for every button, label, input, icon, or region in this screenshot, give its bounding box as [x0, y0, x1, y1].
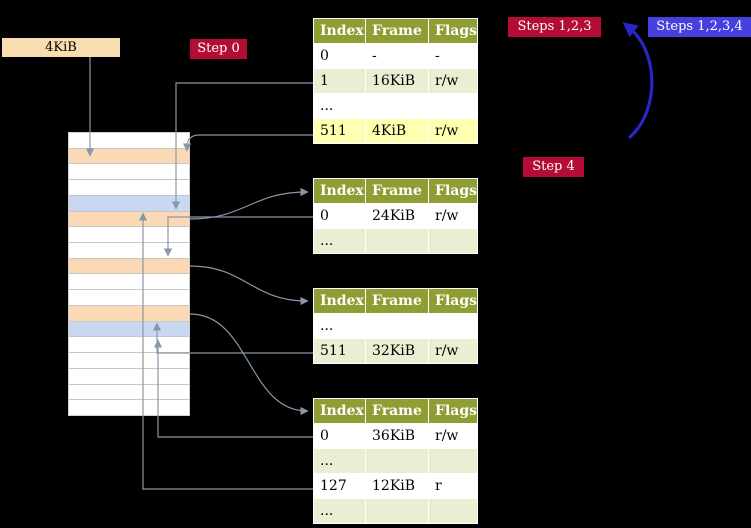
cell-index: 1	[313, 68, 366, 94]
cell-index: ...	[313, 313, 366, 339]
cell-index: ...	[313, 448, 366, 474]
arrow-recursive-loop	[622, 22, 654, 139]
memory-cell	[69, 194, 189, 211]
column-header-flags: Flags	[428, 398, 478, 424]
cell-index: ...	[313, 228, 366, 254]
table-row: ...	[313, 313, 478, 339]
arrow-table1-entry511-recursive	[182, 134, 313, 152]
memory-cell	[69, 336, 189, 353]
cell-index: ...	[313, 93, 366, 119]
cell-frame: 4KiB	[365, 118, 429, 144]
table-header-row: Index Frame Flags	[313, 18, 478, 44]
memory-cell	[69, 257, 189, 274]
cell-flags: r/w	[428, 68, 478, 94]
table-row: 511 32KiB r/w	[313, 338, 478, 364]
cell-frame: 32KiB	[365, 338, 429, 364]
column-header-frame: Frame	[365, 178, 429, 204]
page-table-1: Index Frame Flags 0 - - 1 16KiB r/w ... …	[313, 18, 478, 144]
table-header-row: Index Frame Flags	[313, 178, 478, 204]
cell-frame: 16KiB	[365, 68, 429, 94]
memory-cell	[69, 273, 189, 290]
column-header-flags: Flags	[428, 178, 478, 204]
arrow-table1-entry1-to-frame	[171, 82, 313, 210]
column-header-flags: Flags	[428, 18, 478, 44]
arrow-frame-to-table2	[189, 187, 309, 220]
badge-step-0: Step 0	[190, 39, 247, 59]
table-header-row: Index Frame Flags	[313, 288, 478, 314]
cell-index: 511	[313, 338, 366, 364]
cell-flags: -	[428, 43, 478, 69]
cell-index: 511	[313, 118, 366, 144]
memory-cell	[69, 352, 189, 368]
cell-flags: r	[428, 473, 478, 499]
memory-cell	[69, 289, 189, 305]
column-header-index: Index	[313, 18, 366, 44]
cell-index: 0	[313, 203, 366, 229]
cell-frame	[365, 93, 429, 119]
memory-cell	[69, 399, 189, 415]
table-row: ...	[313, 448, 478, 474]
table-row: ...	[313, 93, 478, 119]
memory-cell	[69, 147, 189, 164]
column-header-frame: Frame	[365, 288, 429, 314]
cell-flags: r/w	[428, 118, 478, 144]
cell-index: 0	[313, 43, 366, 69]
table-row: 0 24KiB r/w	[313, 203, 478, 229]
badge-steps-1-2-3: Steps 1,2,3	[508, 17, 601, 37]
cell-flags	[428, 498, 478, 524]
column-header-frame: Frame	[365, 18, 429, 44]
page-table-3: Index Frame Flags ... 511 32KiB r/w	[313, 288, 478, 364]
memory-cell	[69, 304, 189, 321]
table-row: 0 36KiB r/w	[313, 423, 478, 449]
arrow-frame-to-table4	[189, 313, 309, 416]
badge-steps-1-2-3-4: Steps 1,2,3,4	[648, 17, 751, 37]
table-row: 0 - -	[313, 43, 478, 69]
column-header-index: Index	[313, 178, 366, 204]
page-table-2: Index Frame Flags 0 24KiB r/w ...	[313, 178, 478, 254]
cell-flags: r/w	[428, 203, 478, 229]
cell-flags	[428, 448, 478, 474]
frame-size-label-box: 4KiB	[2, 38, 120, 57]
memory-cell	[69, 367, 189, 384]
cell-frame: 24KiB	[365, 203, 429, 229]
column-header-frame: Frame	[365, 398, 429, 424]
memory-cell	[69, 226, 189, 243]
column-header-flags: Flags	[428, 288, 478, 314]
table-row-recursive-highlight: 511 4KiB r/w	[313, 118, 478, 144]
cell-frame	[365, 498, 429, 524]
memory-cell	[69, 320, 189, 337]
cell-index: 0	[313, 423, 366, 449]
cell-flags	[428, 228, 478, 254]
page-table-4: Index Frame Flags 0 36KiB r/w ... 127 12…	[313, 398, 478, 524]
cell-frame	[365, 448, 429, 474]
cell-frame	[365, 313, 429, 339]
table-row: 1 16KiB r/w	[313, 68, 478, 94]
column-header-index: Index	[313, 288, 366, 314]
table-row: ...	[313, 228, 478, 254]
arrow-frame-to-table3	[189, 265, 309, 306]
column-header-index: Index	[313, 398, 366, 424]
table-row: ...	[313, 498, 478, 524]
memory-cell	[69, 163, 189, 180]
memory-cell	[69, 179, 189, 195]
cell-frame	[365, 228, 429, 254]
memory-cell	[69, 210, 189, 227]
memory-cell	[69, 383, 189, 400]
table-row: 127 12KiB r	[313, 473, 478, 499]
cell-flags: r/w	[428, 338, 478, 364]
memory-cell	[69, 133, 189, 148]
table-header-row: Index Frame Flags	[313, 398, 478, 424]
cell-index: ...	[313, 498, 366, 524]
cell-frame: 12KiB	[365, 473, 429, 499]
cell-frame: -	[365, 43, 429, 69]
cell-flags: r/w	[428, 423, 478, 449]
cell-flags	[428, 313, 478, 339]
memory-cell	[69, 242, 189, 258]
cell-frame: 36KiB	[365, 423, 429, 449]
cell-flags	[428, 93, 478, 119]
badge-step-4: Step 4	[523, 157, 584, 177]
physical-memory-stack	[68, 132, 190, 416]
cell-index: 127	[313, 473, 366, 499]
